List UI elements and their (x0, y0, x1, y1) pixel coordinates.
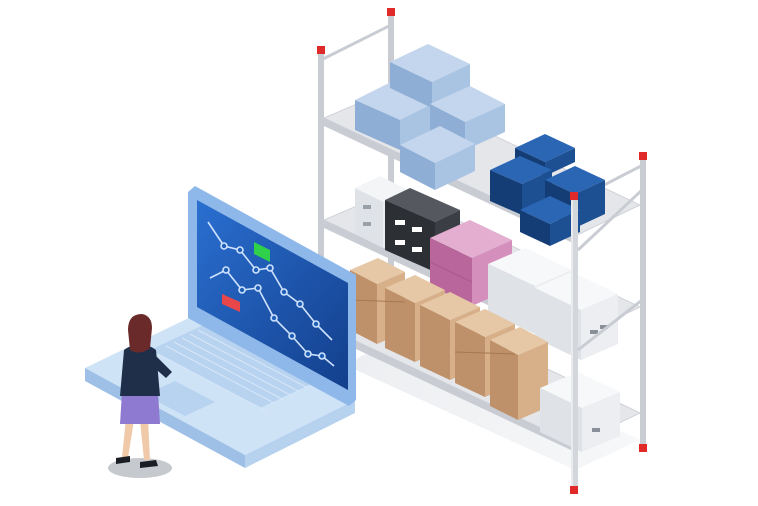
shelf-post-back-far (640, 158, 646, 448)
post-cap (570, 192, 578, 200)
cardboard-box-stack (349, 258, 548, 420)
shelf-brace (577, 298, 643, 352)
laptop-screen (197, 200, 348, 390)
green-flag-icon (254, 242, 270, 262)
shelf-brace (576, 188, 644, 252)
laptop-touchpad (145, 381, 215, 416)
post-foot (639, 444, 647, 452)
post-cap (317, 46, 325, 54)
post-cap (387, 8, 395, 16)
woman-jacket (120, 344, 160, 396)
chart-points (220, 242, 326, 360)
shelf-post-back-left (318, 50, 324, 350)
woman-hair (128, 314, 152, 353)
shelf-brace (320, 23, 392, 62)
shelf-post-front (571, 196, 578, 492)
red-flag-icon (222, 294, 240, 312)
shelf-board-3-edge (324, 326, 575, 452)
navy-box-stack (490, 134, 605, 246)
light-blue-box-stack (355, 44, 505, 190)
post-cap (639, 152, 647, 160)
woman-figure-icon (108, 314, 172, 478)
woman-skirt (120, 392, 160, 424)
shelf-front-posts (317, 8, 647, 494)
post-foot (570, 486, 578, 494)
